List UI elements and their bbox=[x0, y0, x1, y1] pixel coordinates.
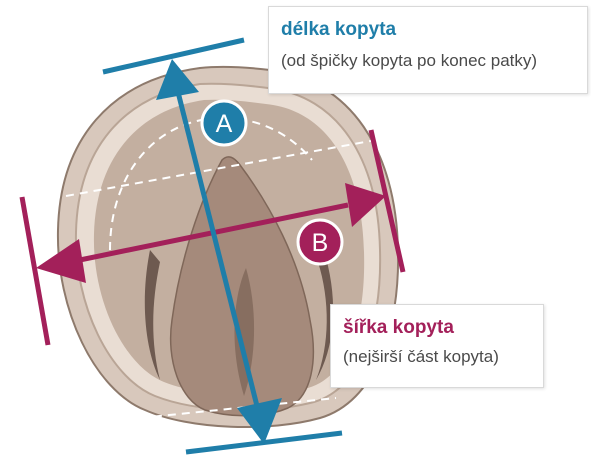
length-measure bbox=[102, 37, 343, 455]
width-tick-right bbox=[368, 129, 406, 273]
length-arrowhead-top bbox=[156, 59, 199, 100]
badge-a: A bbox=[200, 99, 248, 147]
badge-a-label: A bbox=[216, 110, 233, 138]
length-subtitle: (od špičky kopyta po konec patky) bbox=[281, 51, 538, 70]
hoof-bar-right bbox=[316, 258, 334, 380]
hoof-bar-left bbox=[144, 250, 160, 380]
width-measure bbox=[19, 129, 406, 346]
width-subtitle: (nejširší část kopyta) bbox=[343, 347, 499, 366]
width-arrowhead-right bbox=[345, 183, 386, 227]
length-tick-top bbox=[102, 37, 245, 75]
length-callout: délka kopyta (od špičky kopyta po konec … bbox=[268, 6, 588, 94]
width-tick-left bbox=[19, 196, 51, 346]
frog-cleft bbox=[234, 268, 255, 396]
width-callout: šířka kopyta (nejširší část kopyta) bbox=[330, 304, 544, 388]
guide-top bbox=[65, 139, 377, 197]
hoof-illustration bbox=[56, 65, 400, 429]
width-arrowhead-left bbox=[36, 239, 86, 283]
length-arrowhead-bottom bbox=[237, 398, 282, 444]
length-line bbox=[175, 91, 263, 419]
badge-b: B bbox=[296, 218, 344, 266]
guide-arc bbox=[109, 116, 313, 251]
badge-b-label: B bbox=[312, 229, 329, 257]
width-title: šířka kopyta bbox=[343, 317, 454, 338]
length-title: délka kopyta bbox=[281, 19, 397, 40]
width-line bbox=[69, 202, 349, 265]
